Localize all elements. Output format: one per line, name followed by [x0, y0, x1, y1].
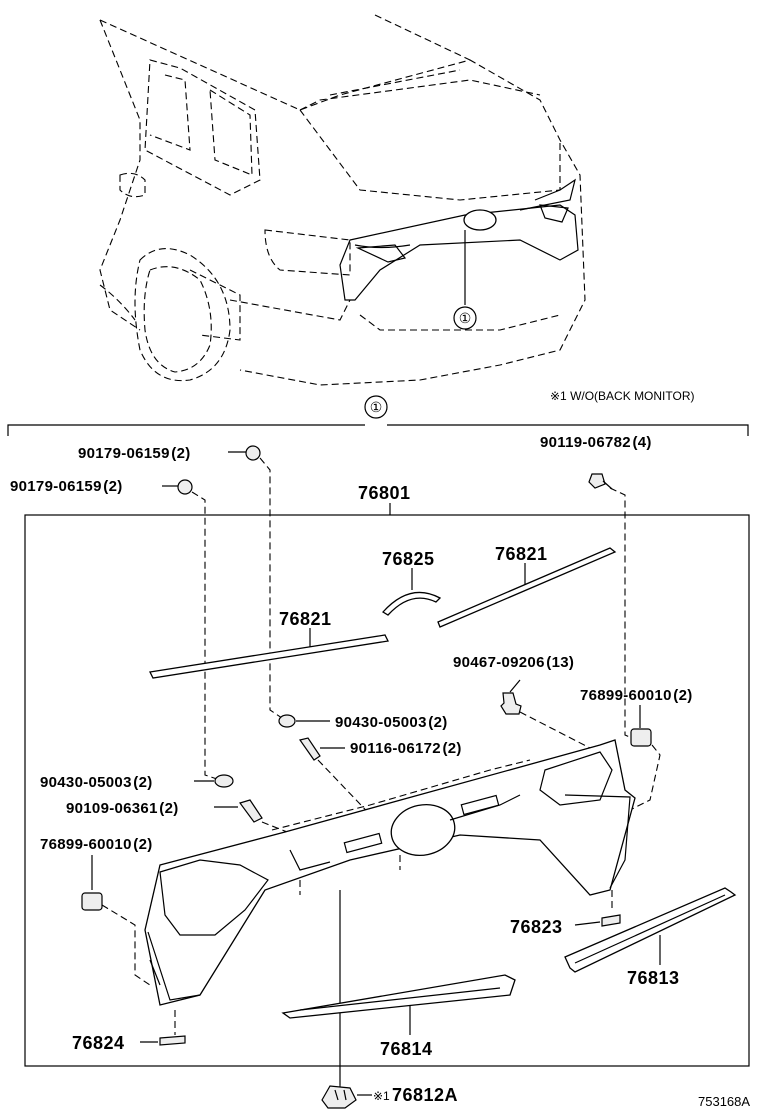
vehicle-rear-illustration: ① [99, 14, 586, 386]
clip-90467 [500, 679, 522, 715]
label-90119-06782: 90119-06782 (4) [540, 434, 652, 451]
bolt-90109 [214, 799, 263, 823]
label-76801: 76801 [358, 483, 411, 503]
nut-76899-left [81, 855, 103, 911]
ref-marker-top: ① [459, 310, 472, 326]
label-90109-06361: 90109-06361 (2) [66, 800, 179, 817]
label-76825: 76825 [382, 549, 435, 569]
label-76899-60010-a: 76899-60010 (2) [580, 687, 693, 704]
clip-90179-a [228, 445, 261, 461]
label-76812A: 76812A [392, 1085, 458, 1105]
part-76823 [574, 890, 621, 927]
label-76812A-prefix: ※1 [373, 1089, 390, 1103]
label-90467-09206: 90467-09206 (13) [453, 654, 574, 671]
label-90430-05003-b: 90430-05003 (2) [40, 774, 153, 791]
label-90179-06159-b: 90179-06159 (2) [10, 478, 123, 495]
washer-90430-b [194, 774, 234, 788]
footnote-back-monitor: ※1 W/O(BACK MONITOR) [550, 389, 695, 403]
part-76824 [140, 1010, 186, 1046]
washer-90430-a [278, 714, 330, 728]
clip-90179-b [162, 479, 193, 495]
ref-marker-bracket: ① [370, 399, 383, 415]
nut-76899-right [630, 705, 652, 747]
part-76814 [281, 974, 516, 1035]
part-76801-garnish [144, 739, 636, 1095]
label-76823: 76823 [510, 917, 563, 937]
part-76812A [321, 1085, 372, 1109]
assembly-76801-box [24, 514, 750, 1067]
part-76825 [381, 568, 442, 616]
label-76814: 76814 [380, 1039, 433, 1059]
clip-90119 [588, 473, 613, 490]
drawing-id: 753168A [698, 1094, 750, 1109]
label-76899-60010-b: 76899-60010 (2) [40, 836, 153, 853]
ref-bracket: ① [7, 395, 749, 436]
bolt-90116 [299, 737, 345, 761]
part-76821-right [437, 547, 617, 628]
label-90430-05003-a: 90430-05003 (2) [335, 714, 448, 731]
label-90179-06159-a: 90179-06159 (2) [78, 445, 191, 462]
label-90116-06172: 90116-06172 (2) [350, 740, 462, 757]
label-76824: 76824 [72, 1033, 125, 1053]
label-76821-right: 76821 [495, 544, 548, 564]
part-76813 [564, 887, 737, 973]
label-76821-left: 76821 [279, 609, 332, 629]
part-76821-left [149, 628, 389, 679]
label-76813: 76813 [627, 968, 680, 988]
